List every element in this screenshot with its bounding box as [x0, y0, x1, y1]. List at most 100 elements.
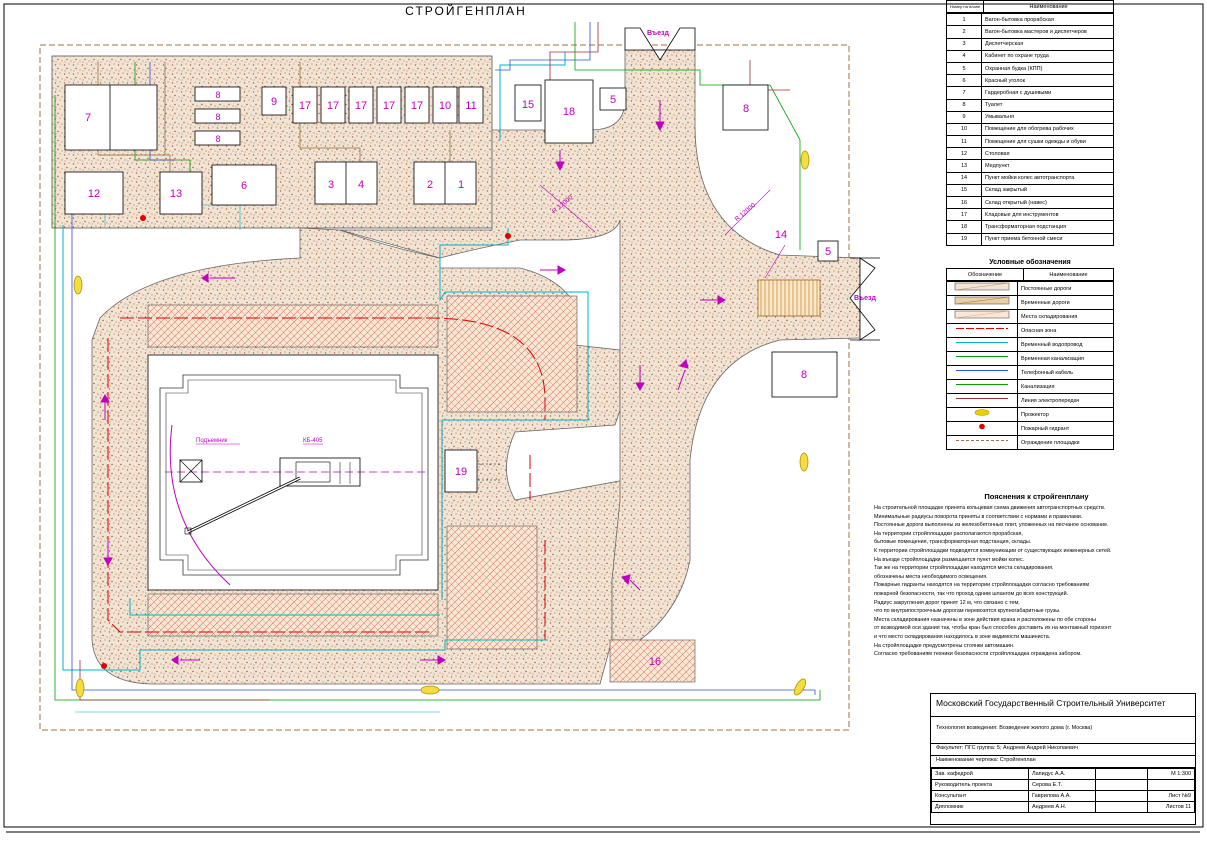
- svg-text:8: 8: [215, 90, 220, 100]
- notes: Пояснения к стройгенплану На строительно…: [874, 492, 1199, 659]
- svg-text:11: 11: [465, 100, 476, 112]
- note-line: На территории стройплощадки располагаютс…: [874, 530, 1023, 537]
- legend-row: Канализация: [946, 379, 1114, 395]
- note-line: На строительной площадке принята кольцев…: [874, 505, 1106, 511]
- hoist: [179, 459, 203, 483]
- svg-text:5: 5: [610, 94, 616, 106]
- drain-line-icon: [946, 379, 1018, 395]
- radius-label: R 12000: [734, 202, 758, 223]
- road-permanent-icon: [946, 281, 1018, 297]
- svg-text:17: 17: [327, 100, 339, 112]
- legend-row: Временные дороги: [946, 295, 1114, 311]
- svg-text:8: 8: [743, 103, 749, 115]
- legend-row: Постоянные дороги: [946, 281, 1114, 297]
- building: [147, 354, 439, 591]
- storage-area: [446, 525, 538, 650]
- floodlight-icon: [73, 150, 810, 698]
- project-name: Технология возведения: Возведение жилого…: [931, 717, 1195, 744]
- legend-header: Обозначение Наименование: [946, 267, 1114, 282]
- university-name: Московский Государственный Строительный …: [931, 694, 1195, 717]
- legend-row: Пожарный гидрант: [946, 421, 1114, 437]
- buildings: [64, 79, 839, 493]
- notes-title: Пояснения к стройгенплану: [984, 492, 1089, 501]
- note-line: Так же на территории стройплощадки наход…: [874, 565, 1054, 572]
- road-temp-icon: [946, 295, 1018, 311]
- svg-text:12: 12: [88, 188, 100, 200]
- explication-header: Номер на плане Наименование: [945, 0, 1114, 14]
- power-line-icon: [946, 393, 1018, 409]
- note-line: что по внутрипостроечным дорогам перевоз…: [874, 608, 1061, 615]
- floodlight-icon: [946, 407, 1018, 423]
- svg-text:17: 17: [355, 100, 367, 112]
- svg-text:17: 17: [383, 100, 395, 112]
- legend-row: Телефонный кабель: [946, 365, 1114, 381]
- storage-area-16: [609, 639, 696, 683]
- wheel-wash: [757, 279, 821, 317]
- tower-crane: [279, 457, 361, 487]
- svg-text:7: 7: [85, 112, 91, 124]
- crane-label: КБ-405: [303, 438, 323, 444]
- storage-area: [147, 304, 439, 348]
- svg-text:2: 2: [427, 179, 433, 191]
- svg-text:1: 1: [458, 179, 464, 191]
- storage-area: [446, 295, 578, 413]
- svg-text:14: 14: [775, 229, 787, 241]
- svg-text:8: 8: [215, 112, 220, 122]
- note-line: пожарной безопасности, так что проход од…: [874, 590, 1069, 597]
- legend-row: Линия электропередач: [946, 393, 1114, 409]
- plan-numbers: 7 8 8 8 9 17 17 17 17 17 10 11 15 18 5 8…: [85, 90, 831, 668]
- svg-text:18: 18: [563, 106, 575, 118]
- sewer-line-icon: [946, 351, 1018, 367]
- note-line: бытовые помещения, трансформаторная подс…: [874, 539, 1032, 546]
- svg-text:19: 19: [455, 466, 467, 478]
- faculty-line: Факультет: ПГС группа: 5; Андреев Андрей…: [931, 744, 1195, 756]
- svg-text:10: 10: [439, 100, 451, 112]
- note-line: Минимальные радиусы поворота приняты в с…: [874, 513, 1083, 520]
- svg-text:9: 9: [271, 96, 277, 108]
- exit-label: Въезд: [647, 30, 670, 37]
- legend-row: Прожектор: [946, 407, 1114, 423]
- sheet-frame: [3, 3, 1204, 828]
- water-line: [62, 52, 589, 671]
- note-line: Радиус закругления дорог принят 12 м, чт…: [874, 599, 1020, 606]
- danger-zone-icon: [946, 323, 1018, 339]
- svg-text:16: 16: [649, 656, 661, 668]
- svg-text:13: 13: [170, 188, 182, 200]
- svg-text:5: 5: [825, 246, 831, 258]
- phone-cable-icon: [946, 365, 1018, 381]
- note-line: Места складирования назначены в зоне дей…: [874, 616, 1096, 623]
- legend-row: Опасная зона: [946, 323, 1114, 339]
- svg-text:3: 3: [328, 179, 334, 191]
- note-line: На въезде стройплощадки размещается пунк…: [874, 556, 1025, 563]
- page-title: СТРОЙГЕНПЛАН: [405, 3, 527, 18]
- note-line: и что место складирования находилось в з…: [874, 633, 1051, 640]
- svg-text:8: 8: [801, 369, 807, 381]
- crane-label: Подъемник: [196, 438, 228, 444]
- sheet-name: Наименование чертежа: Стройгенплан: [931, 756, 1195, 768]
- legend: Условные обозначения Обозначение Наимено…: [946, 259, 1114, 451]
- svg-text:17: 17: [411, 100, 423, 112]
- legend-row: Места складирования: [946, 309, 1114, 325]
- title-block: Московский Государственный Строительный …: [930, 693, 1196, 825]
- storage-area-icon: [946, 309, 1018, 325]
- note-line: На стройплощадке предусмотрены стоянки а…: [874, 642, 1015, 649]
